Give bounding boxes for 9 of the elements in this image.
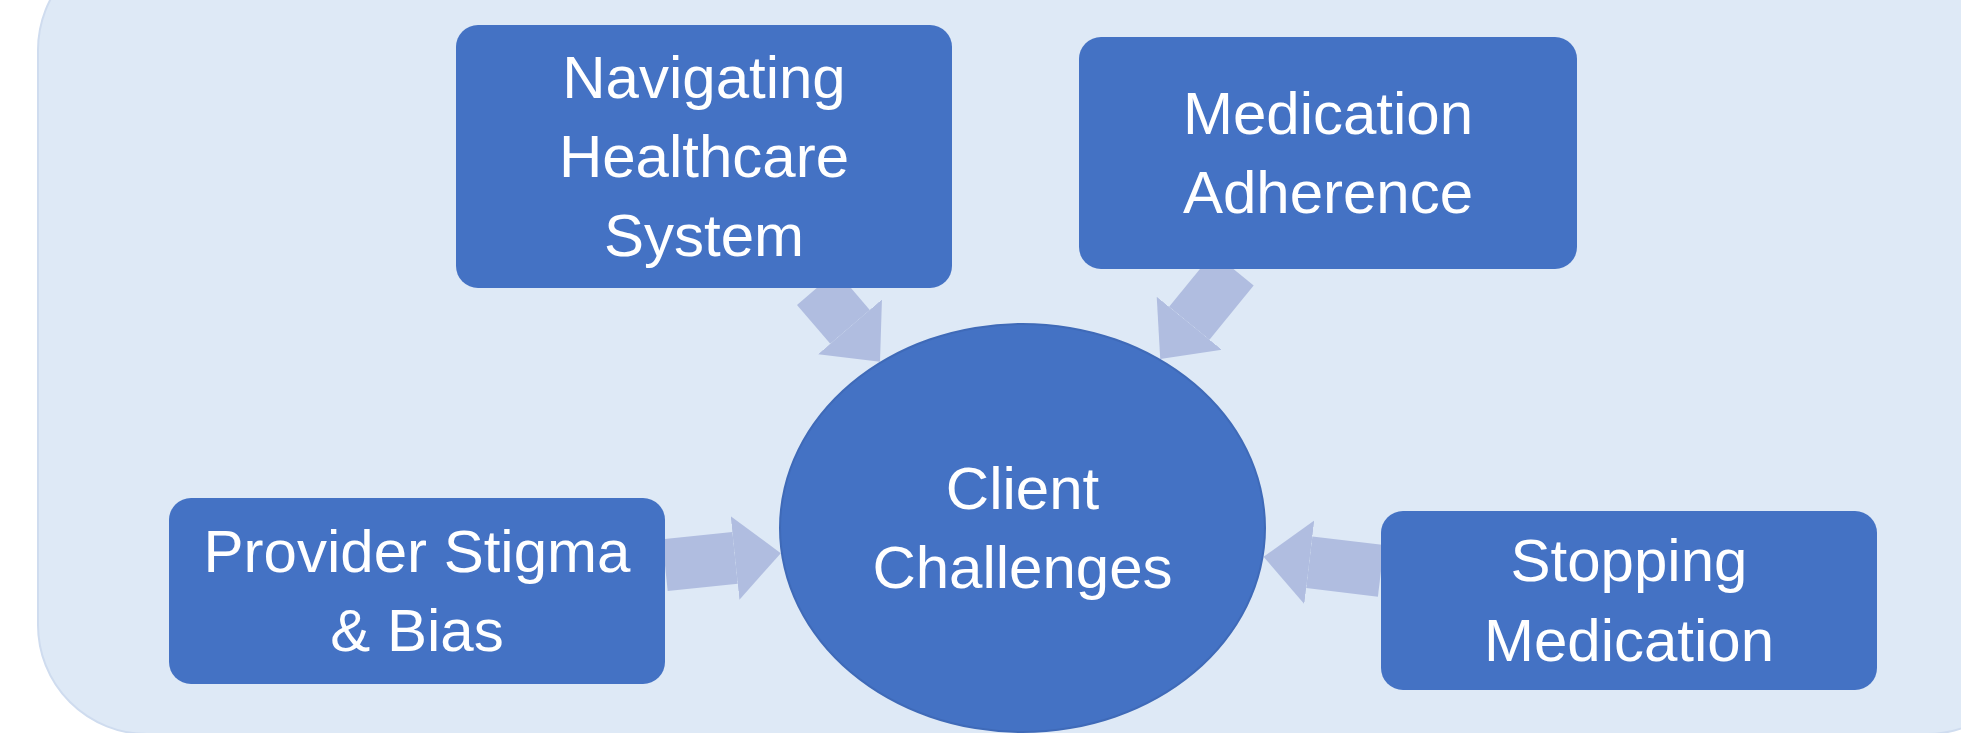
node-label: Medication Adherence [1181,78,1475,228]
node-label: Client Challenges [871,453,1174,603]
node-label: Stopping Medication [1482,526,1776,676]
node-label: Navigating Healthcare System [557,42,851,272]
rounded-box [1381,511,1877,690]
rounded-box [1079,37,1577,269]
node-label: Provider Stigma & Bias [202,516,632,666]
rounded-box [456,25,952,288]
rounded-box [169,498,665,684]
